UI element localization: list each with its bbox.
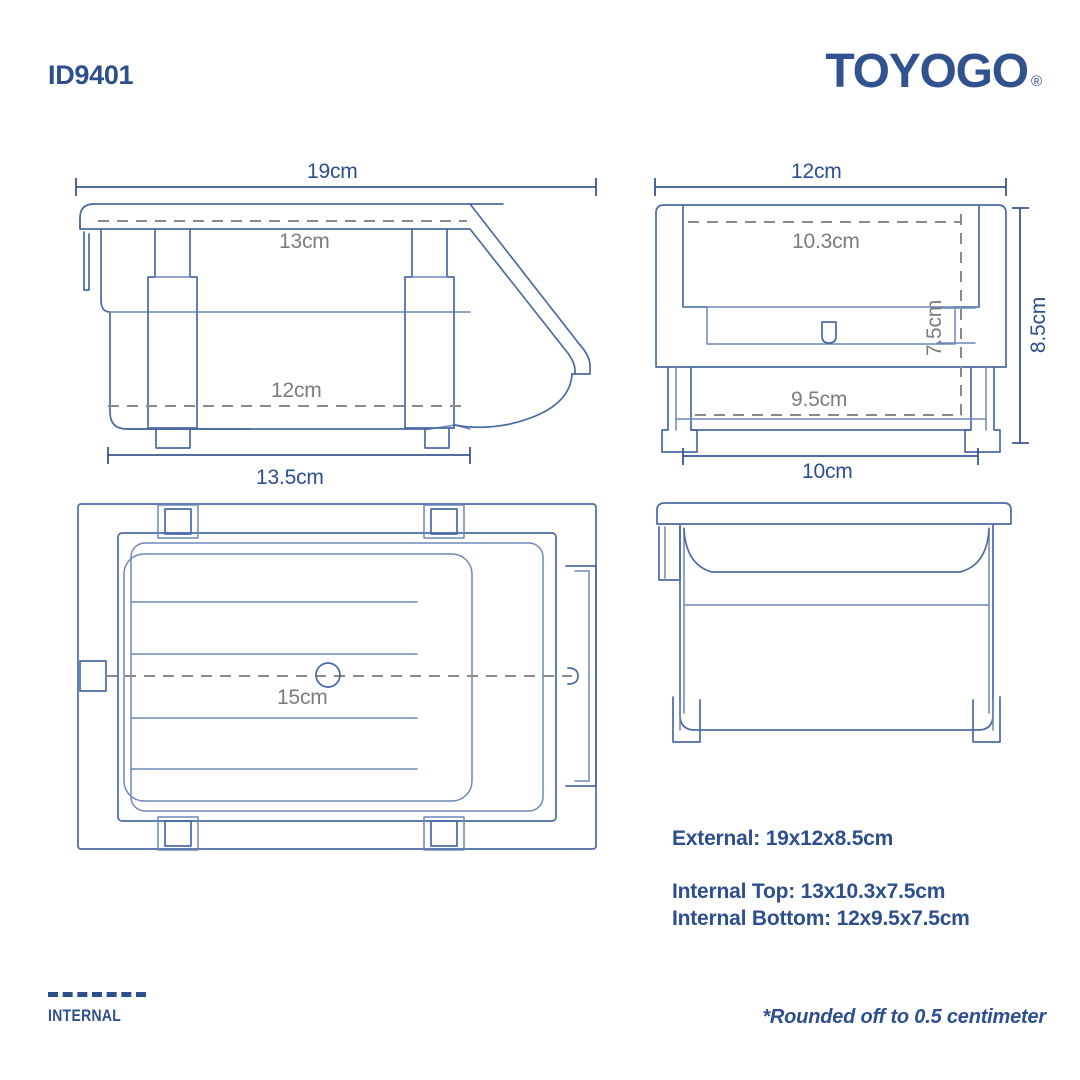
front-base-width-dimline xyxy=(682,448,979,465)
brand-wordmark: TOYOGO xyxy=(825,45,1029,98)
dim-label-front-internal-height: 7.5cm xyxy=(923,299,947,357)
product-code: ID9401 xyxy=(48,60,134,90)
brand-logo: TOYOGO ® xyxy=(825,48,1042,96)
dim-label-front-overall-width: 12cm xyxy=(791,160,842,183)
dim-label-front-internal-bottom: 9.5cm xyxy=(791,388,848,411)
spec-internal-top: Internal Top: 13x10.3x7.5cm xyxy=(672,880,946,903)
top-view-drawing xyxy=(77,503,597,851)
dim-label-front-internal-top: 10.3cm xyxy=(792,230,860,253)
front-view-drawing xyxy=(654,178,1029,465)
rear-view-drawing xyxy=(656,502,1012,743)
registered-trademark-icon: ® xyxy=(1030,73,1042,90)
side-base-width-dimline xyxy=(107,447,471,464)
dim-label-side-internal-top: 13cm xyxy=(279,230,330,253)
spec-external: External: 19x12x8.5cm xyxy=(672,827,894,850)
side-view-drawing xyxy=(75,178,597,464)
footnote: *Rounded off to 0.5 centimeter xyxy=(762,1006,1046,1028)
dim-label-front-overall-height: 8.5cm xyxy=(1027,296,1051,354)
legend-label: INTERNAL xyxy=(48,1006,122,1025)
side-overall-width-dimline xyxy=(75,178,597,196)
spec-internal-bottom: Internal Bottom: 12x9.5x7.5cm xyxy=(672,907,970,930)
front-overall-height-dimline xyxy=(1012,207,1029,444)
legend: INTERNAL xyxy=(48,992,146,1026)
front-overall-width-dimline xyxy=(654,178,1007,196)
dim-label-side-base-width: 13.5cm xyxy=(256,466,324,489)
dim-label-side-overall-width: 19cm xyxy=(307,160,358,183)
dim-label-side-internal-bottom: 12cm xyxy=(271,379,322,402)
specifications-block: External: 19x12x8.5cm Internal Top: 13x1… xyxy=(672,828,970,929)
dashed-line-swatch-icon xyxy=(48,992,146,997)
dim-label-top-internal-length: 15cm xyxy=(277,686,328,709)
dim-label-front-base-width: 10cm xyxy=(802,460,853,483)
